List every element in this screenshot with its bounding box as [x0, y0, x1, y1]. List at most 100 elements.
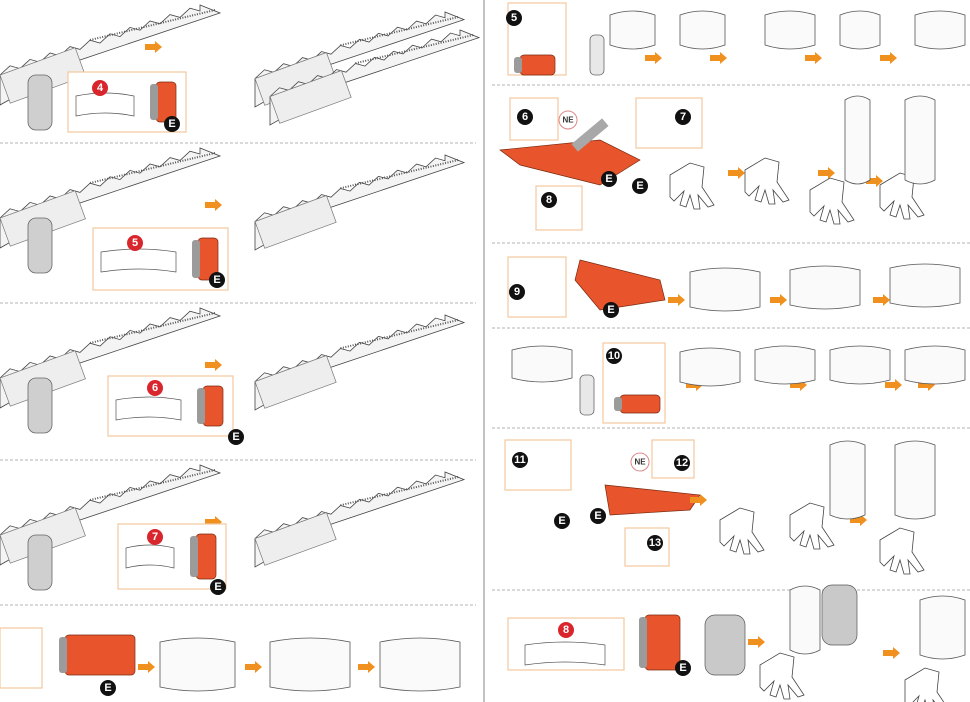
note-circle: [630, 452, 650, 472]
limb-model: [511, 345, 573, 383]
leg-cylinder-part: [27, 217, 53, 274]
step-number-badge-label: 8: [546, 194, 552, 206]
red-part: [155, 81, 177, 123]
arrow-right-icon: [883, 647, 900, 659]
glue-mark-badge-label: E: [594, 510, 601, 522]
grey-part: [190, 536, 198, 577]
arrow-right-icon: [245, 661, 262, 673]
glue-mark-badge-circle: [590, 508, 606, 524]
glue-mark-badge-label: E: [213, 274, 220, 286]
step-number-badge-label: 6: [152, 382, 158, 394]
note-label: NE: [634, 458, 646, 467]
step-number-badge: 5: [127, 235, 143, 251]
leg-cylinder-part: [27, 534, 53, 591]
glue-mark-badge: E: [554, 513, 570, 529]
limb-model: [889, 263, 961, 308]
limb-model: [689, 267, 761, 312]
glue-mark-badge: E: [164, 116, 180, 132]
step-number-badge-circle: [647, 535, 663, 551]
step-number-badge: 9: [509, 284, 525, 300]
step-number-badge-label: 6: [522, 111, 528, 123]
step-number-badge-circle: [606, 348, 622, 364]
glue-mark-badge-label: E: [607, 304, 614, 316]
limb-model: [754, 345, 816, 385]
glue-mark-badge-label: E: [232, 431, 239, 443]
glue-mark-badge: E: [590, 508, 606, 524]
limb-model: [829, 345, 891, 385]
leg-cylinder-part: [579, 374, 595, 416]
red-part: [574, 259, 666, 311]
step-number-badge: 6: [517, 109, 533, 125]
step-number-badge: 12: [674, 455, 690, 471]
wing-spines: [340, 15, 460, 47]
step-number-badge-circle: [509, 284, 525, 300]
arrow-right-icon: [668, 294, 685, 306]
limb-model: [789, 585, 821, 655]
arrow-right-icon: [138, 661, 155, 673]
wing-spines: [355, 33, 475, 65]
wing-spines: [340, 158, 460, 190]
step-number-badge-label: 12: [676, 457, 688, 469]
leg-cylinder-part: [821, 584, 858, 646]
arrow-right-icon: [880, 52, 897, 64]
step-number-badge-label: 8: [563, 624, 569, 636]
glue-mark-badge-circle: [675, 660, 691, 676]
step-number-badge: 8: [541, 192, 557, 208]
detail-inset-box: [509, 97, 559, 141]
grey-part: [514, 57, 522, 73]
step-number-badge-circle: [92, 80, 108, 96]
paper-strip-part: [524, 641, 606, 666]
glue-mark-badge-label: E: [679, 662, 686, 674]
glue-mark-badge-label: E: [558, 515, 565, 527]
limb-model: [379, 637, 461, 692]
step-number-badge: 11: [512, 452, 528, 468]
hand-claw-model: [669, 162, 715, 210]
glue-mark-badge-circle: [228, 429, 244, 445]
step-number-badge: 5: [506, 10, 522, 26]
glue-mark-badge-circle: [210, 579, 226, 595]
grey-part: [150, 84, 158, 120]
paper-strip-part: [115, 396, 182, 421]
wing-spines: [340, 318, 460, 350]
limb-model: [269, 637, 351, 692]
grey-part: [192, 240, 200, 278]
glue-mark-badge: E: [210, 579, 226, 595]
body-segment: [269, 70, 352, 124]
step-number-badge: 6: [147, 380, 163, 396]
detail-inset-box: [535, 185, 583, 231]
arrow-right-icon: [710, 52, 727, 64]
leg-cylinder-part: [589, 34, 605, 76]
step-number-badge: 8: [558, 622, 574, 638]
arrow-right-icon: [728, 167, 745, 179]
limb-model: [839, 10, 881, 50]
arrow-right-icon: [205, 359, 222, 371]
glue-mark-badge-circle: [164, 116, 180, 132]
wing-spines: [340, 475, 460, 507]
step-number-badge: 13: [647, 535, 663, 551]
step-number-badge-circle: [512, 452, 528, 468]
not-glued-note: NE: [558, 110, 578, 130]
body-segment: [254, 195, 337, 249]
red-part: [499, 139, 641, 186]
step-number-badge-circle: [558, 622, 574, 638]
grey-part: [614, 397, 622, 411]
body-segment: [254, 355, 337, 409]
limb-model: [789, 265, 861, 310]
glue-mark-badge-label: E: [636, 180, 643, 192]
red-part: [202, 385, 224, 427]
step-number-badge-circle: [675, 109, 691, 125]
step-number-badge: 10: [606, 348, 622, 364]
glue-mark-badge: E: [209, 272, 225, 288]
grey-part: [571, 118, 609, 152]
paper-strip-part: [125, 544, 175, 569]
limb-model: [159, 637, 236, 692]
limb-model: [609, 10, 656, 50]
step-number-badge-label: 11: [514, 454, 526, 466]
step-number-badge-label: 9: [514, 286, 520, 298]
arrow-right-icon: [885, 379, 902, 391]
arrow-right-icon: [805, 52, 822, 64]
note-circle: [558, 110, 578, 130]
hand-claw-model: [744, 157, 790, 205]
